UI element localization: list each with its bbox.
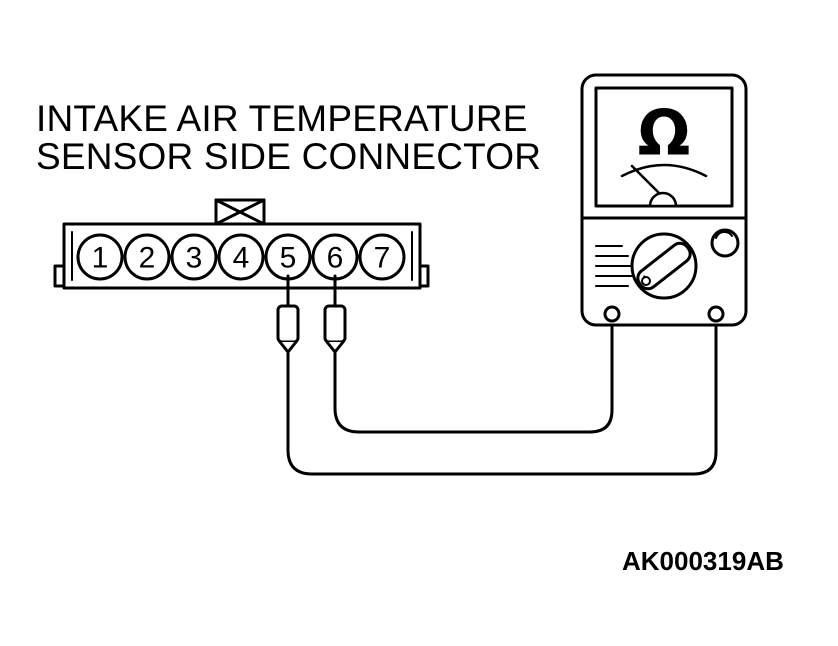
connector-pin-2: 2 xyxy=(123,233,171,281)
ohmmeter: Ω xyxy=(580,73,748,327)
meter-display xyxy=(594,86,734,208)
diagram-title: INTAKE AIR TEMPERATURE SENSOR SIDE CONNE… xyxy=(36,100,541,176)
pin-label-4: 4 xyxy=(233,242,250,275)
connector-pins: 1 2 3 4 5 6 7 xyxy=(76,233,406,281)
figure-code: AK000319AB xyxy=(622,546,784,576)
title-line-1: INTAKE AIR TEMPERATURE xyxy=(36,98,528,139)
meter-jack-right xyxy=(707,305,725,323)
connector-pin-5: 5 xyxy=(264,233,312,281)
ohm-symbol: Ω xyxy=(638,97,691,170)
meter-needle xyxy=(630,164,664,198)
meter-jack-left xyxy=(603,305,621,323)
connector-pin-6: 6 xyxy=(311,233,359,281)
pin-label-7: 7 xyxy=(374,242,391,275)
test-lead-pin-5 xyxy=(286,321,718,476)
pin-label-5: 5 xyxy=(280,242,297,275)
probe-pin-5 xyxy=(276,274,300,354)
pin-label-6: 6 xyxy=(327,242,344,275)
connector-pin-7: 7 xyxy=(358,233,406,281)
zero-adjust-knob xyxy=(710,228,740,258)
connector-pin-1: 1 xyxy=(76,233,124,281)
connector-latch xyxy=(214,198,266,226)
connector-pin-4: 4 xyxy=(217,233,265,281)
range-selector-knob xyxy=(630,232,698,300)
pin-label-3: 3 xyxy=(186,242,203,275)
title-line-2: SENSOR SIDE CONNECTOR xyxy=(36,136,542,177)
pin-label-1: 1 xyxy=(92,242,109,275)
connector-pin-3: 3 xyxy=(170,233,218,281)
probe-pin-6 xyxy=(323,274,347,354)
test-lead-pin-6 xyxy=(333,321,614,434)
range-markings xyxy=(595,245,633,287)
pin-label-2: 2 xyxy=(139,242,156,275)
